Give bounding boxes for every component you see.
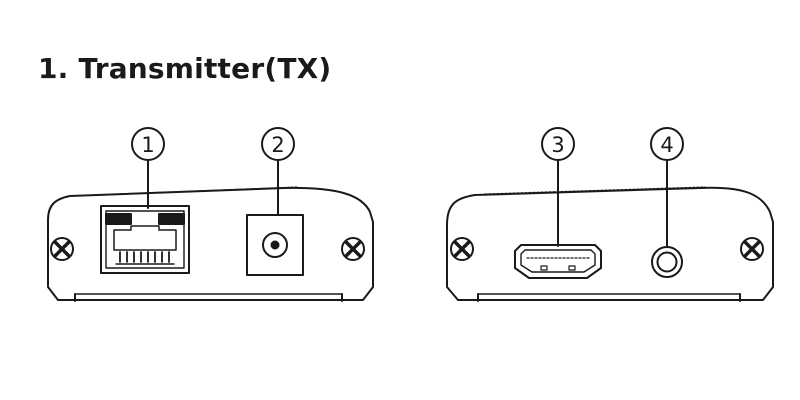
callout-4: 4 [650, 127, 684, 248]
right-panel [446, 186, 774, 302]
screw-icon [450, 237, 474, 261]
audio-port [651, 246, 683, 278]
callout-number: 1 [141, 133, 154, 157]
ethernet-rj45-port [100, 205, 190, 274]
screw-icon [341, 237, 365, 261]
callout-3: 3 [541, 127, 575, 247]
page-title: 1. Transmitter(TX) [38, 52, 332, 85]
callout-number: 2 [271, 133, 284, 157]
screw-icon [740, 237, 764, 261]
dc-power-port [246, 214, 304, 276]
callout-1: 1 [131, 127, 165, 209]
callout-number: 3 [551, 133, 564, 157]
left-panel [47, 186, 374, 302]
callout-2: 2 [261, 127, 295, 216]
callout-number: 4 [660, 133, 673, 157]
screw-icon [50, 237, 74, 261]
hdmi-port [514, 244, 602, 279]
